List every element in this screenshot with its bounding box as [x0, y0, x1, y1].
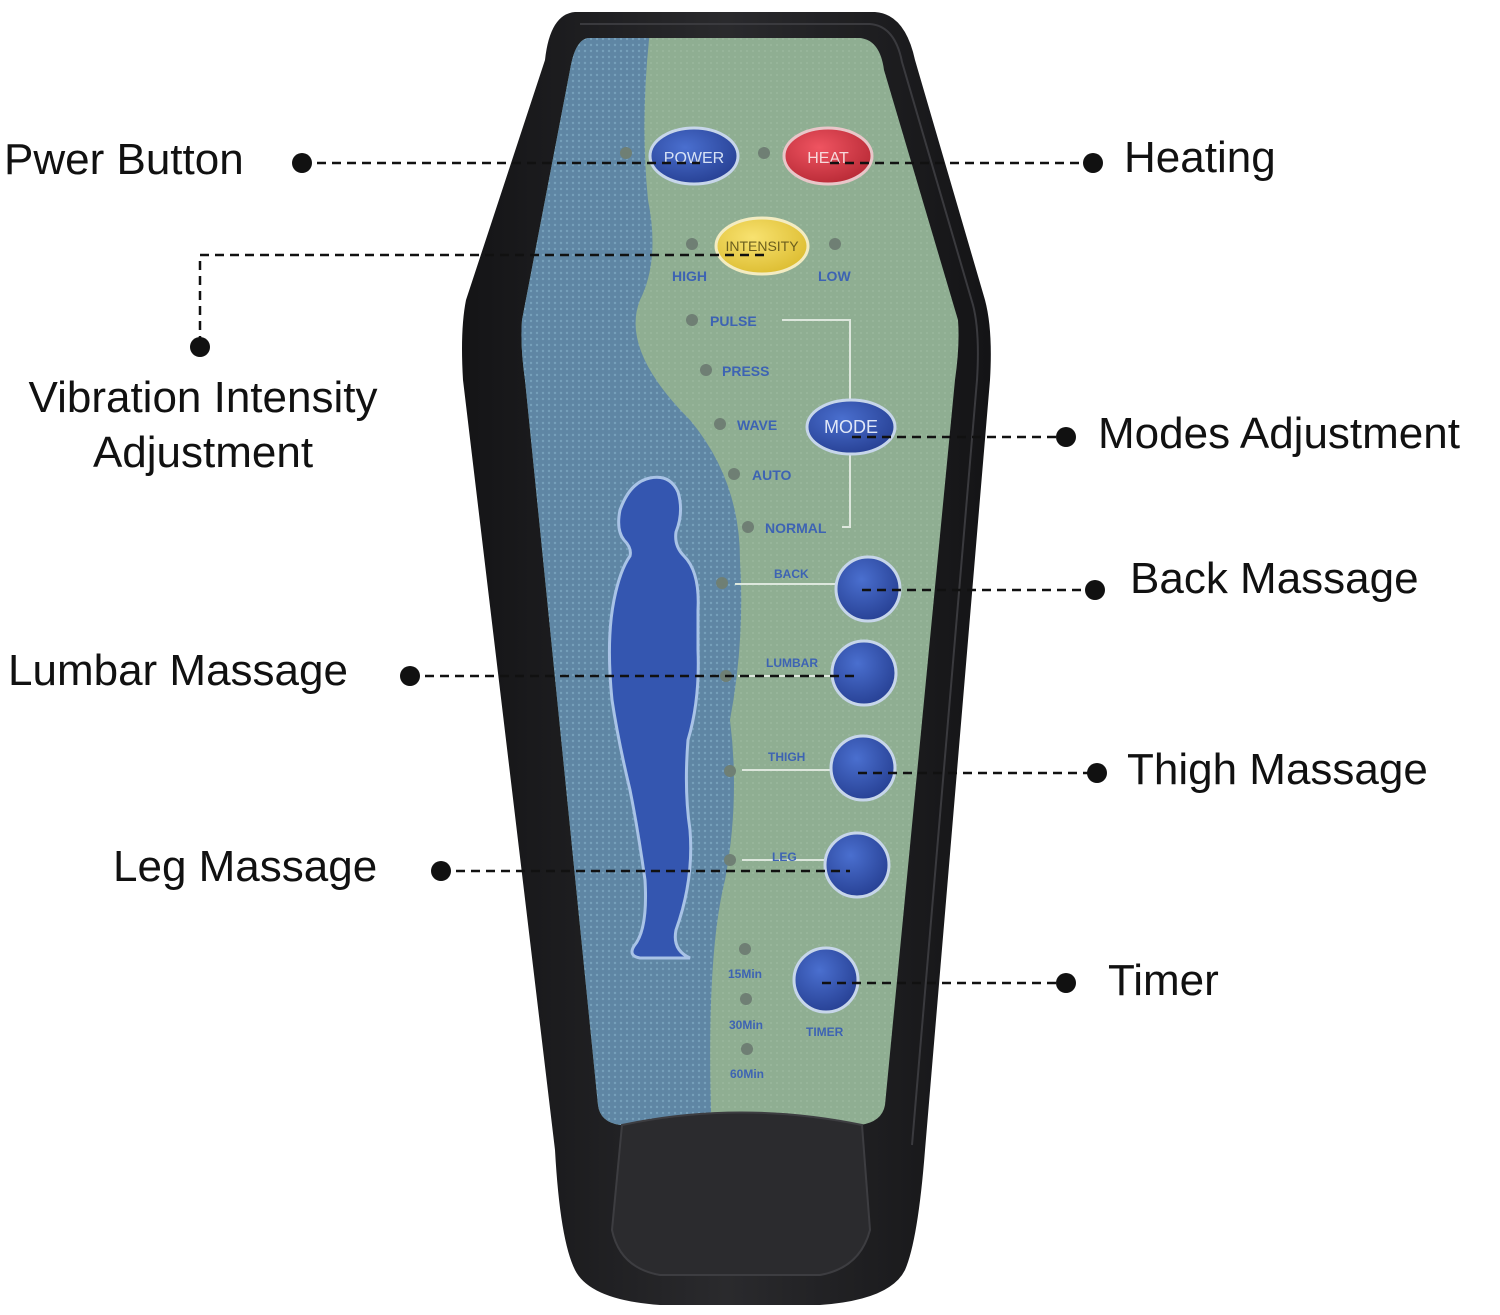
remote-bottom-cap: [610, 1111, 872, 1276]
mode-option-press: PRESS: [722, 363, 769, 379]
timer-option-15: 15Min: [728, 967, 762, 981]
callout-dots: [190, 153, 1107, 993]
mode-option-wave: WAVE: [737, 417, 777, 433]
power-button-label: POWER: [664, 150, 724, 167]
mode-button-label: MODE: [824, 417, 878, 437]
mode-option-normal: NORMAL: [765, 520, 827, 536]
mode-option-pulse: PULSE: [710, 313, 757, 329]
callout-vibration-intensity-line2: Adjustment: [92, 428, 314, 477]
intensity-button-label: INTENSITY: [725, 238, 799, 254]
callout-modes-adjustment: Modes Adjustment: [1098, 409, 1460, 458]
intensity-button[interactable]: [714, 216, 810, 276]
lumbar-label: LUMBAR: [766, 656, 818, 670]
callout-vibration-intensity: Vibration Intensity Adjustment: [8, 370, 398, 480]
callout-back-massage: Back Massage: [1130, 554, 1419, 603]
leg-button[interactable]: [823, 831, 891, 899]
heat-button-label: HEAT: [807, 150, 849, 167]
callout-thigh-massage: Thigh Massage: [1127, 745, 1428, 794]
callout-leaders: [198, 161, 1095, 985]
thigh-button[interactable]: [829, 734, 897, 802]
back-label: BACK: [774, 567, 809, 581]
mode-button[interactable]: [805, 398, 897, 456]
callout-power-button: Pwer Button: [4, 135, 244, 184]
mode-option-auto: AUTO: [752, 467, 792, 483]
timer-label: TIMER: [806, 1025, 844, 1039]
timer-button[interactable]: [792, 946, 860, 1014]
high-label: HIGH: [672, 268, 707, 284]
leader-intensity: [198, 253, 768, 345]
callout-vibration-intensity-line1: Vibration Intensity: [28, 373, 378, 422]
lumbar-button[interactable]: [830, 639, 898, 707]
heat-button[interactable]: [782, 126, 874, 186]
timer-option-60: 60Min: [730, 1067, 764, 1081]
leg-label: LEG: [772, 850, 797, 864]
mode-bracket: [782, 319, 851, 528]
thigh-label: THIGH: [768, 750, 805, 764]
low-label: LOW: [818, 268, 851, 284]
callout-leg-massage: Leg Massage: [113, 842, 378, 891]
callout-heating: Heating: [1124, 133, 1276, 182]
callout-timer: Timer: [1108, 956, 1219, 1005]
body-silhouette: [607, 475, 700, 960]
timer-option-30: 30Min: [729, 1018, 763, 1032]
power-button[interactable]: [648, 126, 740, 186]
callout-lumbar-massage: Lumbar Massage: [8, 646, 348, 695]
